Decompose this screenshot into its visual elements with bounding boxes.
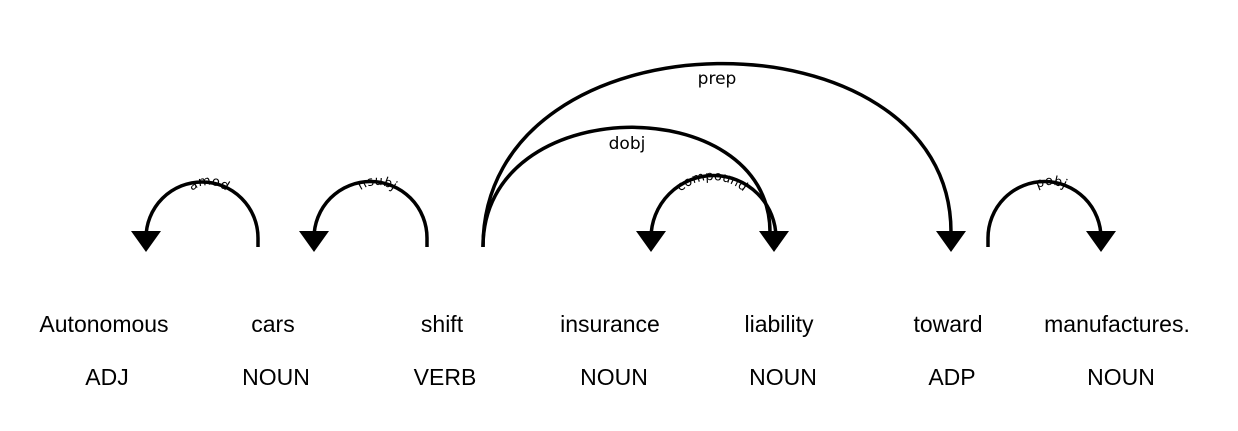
arc-pobj [986,179,1103,247]
token-tag: NOUN [242,364,310,390]
arc-label-prep: prep [698,69,737,89]
arcs-layer: amod nsubj dobj prep compound pobj [131,61,1116,252]
arrowhead-dobj [759,231,789,252]
token-word: Autonomous [39,311,168,337]
arrowhead-pobj [1086,231,1116,252]
token-word: toward [913,311,982,337]
token-tag: VERB [414,364,477,390]
arc-compound [649,173,778,247]
arrowhead-nsubj [299,231,329,252]
arc-prep [481,61,953,248]
arrowhead-amod [131,231,161,252]
arc-label-pobj: pobj [1033,174,1069,192]
token-word: insurance [560,311,660,337]
arc-nsubj [312,179,429,247]
arc-amod [144,180,260,247]
arc-label-compound: compound [674,169,750,195]
token-word: manufactures. [1044,311,1190,337]
arrowhead-prep [936,231,966,252]
token-tag: ADP [928,364,975,390]
arc-label-amod: amod [186,173,232,194]
tokens-layer: Autonomous ADJ cars NOUN shift VERB insu… [39,311,1189,390]
arrowhead-compound [636,231,666,252]
arc-dobj [481,125,772,248]
token-tag: NOUN [749,364,817,390]
token-word: cars [251,311,294,337]
token-tag: ADJ [85,364,128,390]
arc-label-dobj: dobj [609,134,646,154]
token-word: liability [744,311,814,337]
arc-label-nsubj: nsubj [355,174,399,194]
token-tag: NOUN [1087,364,1155,390]
token-tag: NOUN [580,364,648,390]
token-word: shift [421,311,464,337]
